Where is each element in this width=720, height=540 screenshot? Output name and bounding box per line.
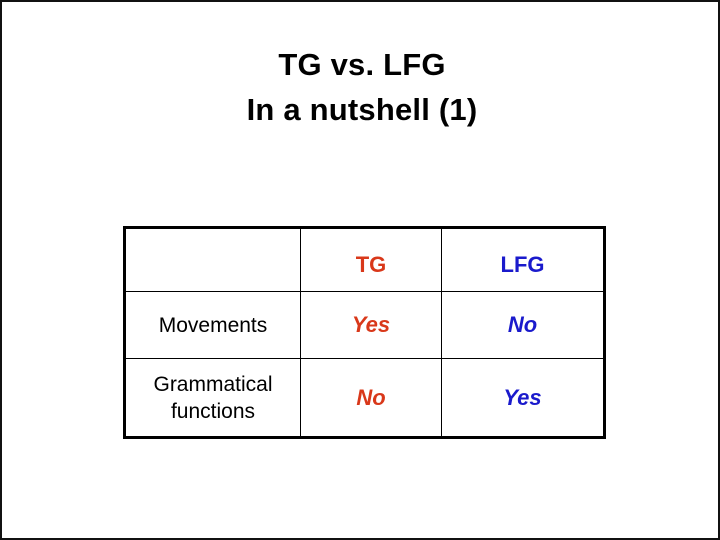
page-title: TG vs. LFG In a nutshell (1) — [2, 42, 720, 132]
value-grammatical-functions-tg: No — [356, 384, 386, 410]
row-label-cell-movements: Movements — [124, 291, 301, 359]
header-cell-lfg: LFG — [441, 227, 605, 292]
header-cell-tg: TG — [300, 227, 442, 292]
value-cell-movements-tg: Yes — [300, 291, 442, 359]
value-movements-lfg: No — [507, 312, 538, 337]
row-label-grammatical-functions: Grammatical functions — [153, 372, 273, 423]
comparison-table: TG LFG Movements Yes No Gramma — [123, 226, 606, 439]
value-movements-tg: Yes — [351, 312, 391, 337]
value-grammatical-functions-lfg: Yes — [503, 384, 542, 410]
title-line-1: TG vs. LFG — [278, 47, 446, 82]
table-header-row: TG LFG — [124, 227, 605, 292]
row-label-cell-grammatical-functions: Grammatical functions — [124, 358, 301, 438]
row-label-movements: Movements — [158, 313, 268, 337]
header-corner-placeholder — [126, 229, 300, 291]
header-label-tg: TG — [355, 251, 387, 277]
table-row: Grammatical functions No Yes — [124, 358, 605, 438]
header-cell-corner — [124, 227, 301, 292]
table-row: Movements Yes No — [124, 291, 605, 359]
header-label-lfg: LFG — [500, 251, 545, 277]
value-cell-grammatical-functions-lfg: Yes — [441, 358, 605, 438]
title-line-2: In a nutshell (1) — [246, 92, 478, 127]
value-cell-grammatical-functions-tg: No — [300, 358, 442, 438]
value-cell-movements-lfg: No — [441, 291, 605, 359]
